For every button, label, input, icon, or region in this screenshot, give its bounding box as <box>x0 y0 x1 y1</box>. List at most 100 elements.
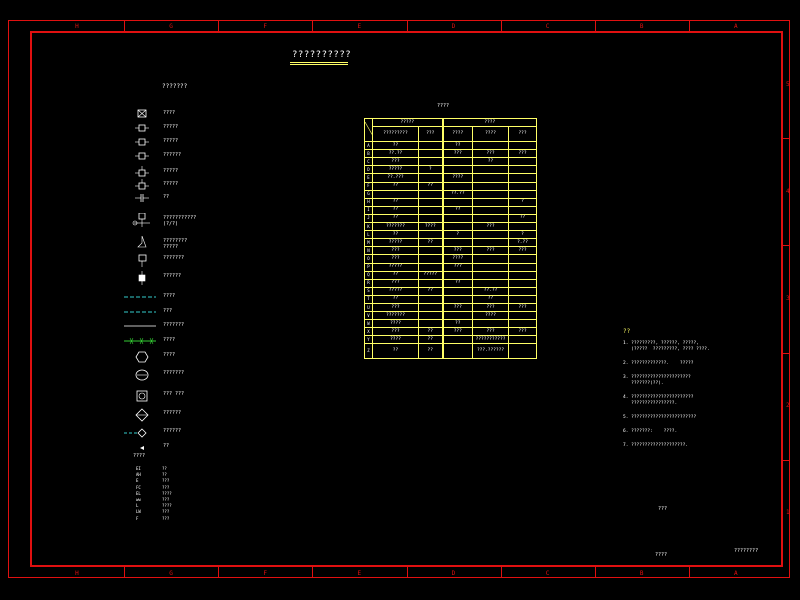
zone-tick <box>124 567 126 578</box>
table-cell: ?? <box>472 294 510 304</box>
table-cell: ??? <box>472 149 510 159</box>
table-column-header: ???? <box>442 126 474 143</box>
table-cell: ?? <box>372 213 419 224</box>
table-cell: ??? <box>372 157 419 167</box>
table-cell <box>442 181 474 191</box>
legend-label: ??????? <box>163 255 185 261</box>
abbreviation-code: EL <box>136 490 141 496</box>
table-cell: ????? <box>417 270 444 280</box>
motor-operated-valve-icon <box>122 212 162 227</box>
legend-label: ????? <box>163 124 179 130</box>
zone-tick <box>406 567 408 578</box>
table-cell <box>417 157 444 167</box>
zone-label-top: H <box>75 23 79 30</box>
table-cell: ????? <box>372 238 419 248</box>
table-cell: ???.?????? <box>472 343 510 360</box>
table-cell <box>442 197 474 207</box>
legend-label: ?? <box>163 194 170 200</box>
zone-tick <box>783 459 790 461</box>
table-cell <box>508 343 538 360</box>
table-cell: ?? <box>372 294 419 304</box>
drawing-title: ?????????? <box>292 50 352 60</box>
stamp-2: ???? <box>655 552 668 558</box>
box-line-icon <box>122 135 162 149</box>
table-cell: ??? <box>372 246 419 256</box>
white-line-icon <box>122 319 162 333</box>
table-cell <box>472 262 510 272</box>
table-cell <box>472 238 510 248</box>
table-cell <box>508 181 538 191</box>
legend-label: ?? <box>163 443 170 449</box>
abbreviation-label: ??? <box>162 484 170 490</box>
abbreviation-code: E <box>136 478 139 484</box>
table-cell <box>508 319 538 329</box>
table-cell: ?? <box>417 335 444 345</box>
zone-tick <box>688 20 690 31</box>
table-cell <box>472 278 510 288</box>
table-cell <box>442 335 474 345</box>
table-cell <box>508 278 538 288</box>
zone-label-right: 4 <box>786 187 790 195</box>
legend-label-line2: (?/?) <box>163 221 179 227</box>
table-cell <box>417 173 444 183</box>
table-row: C????? <box>364 157 538 167</box>
notes-list: 1. ?????????, ??????, ?????, (????? ????… <box>623 341 773 449</box>
table-cell: ??? <box>442 246 474 256</box>
zone-label-top: B <box>639 23 644 30</box>
zone-tick <box>783 245 790 247</box>
valve-icon <box>122 165 162 179</box>
table-cell <box>508 294 538 304</box>
zone-label-top: A <box>733 23 738 30</box>
table-cell <box>417 205 444 215</box>
abbreviation-code: ww <box>136 497 141 502</box>
table-cell: ?? <box>372 141 419 151</box>
table-cell <box>417 294 444 304</box>
table-cell: ??.?? <box>472 286 510 296</box>
table-cell <box>372 189 419 199</box>
abbreviation-label: ??? <box>162 478 170 484</box>
table-cell: ??????????? <box>472 335 510 345</box>
table-row: M????????.?? <box>364 238 538 248</box>
table-row-key: E <box>364 173 373 183</box>
table-cell <box>508 189 538 199</box>
table-group-header: ????? <box>371 117 444 128</box>
table-cell <box>442 343 474 360</box>
legend-label: ??????????? <box>163 215 197 221</box>
valve-icon <box>122 178 162 192</box>
table-cell: ? <box>508 230 538 240</box>
table-row: T???? <box>364 294 538 304</box>
legend-label: ???? <box>163 352 176 358</box>
table-cell: ???? <box>372 335 419 345</box>
table-cell: ??? <box>442 302 474 313</box>
arrow-icon <box>122 440 162 454</box>
table-header-row: ????????? <box>364 117 538 143</box>
table-cell: ??? <box>372 302 419 313</box>
table-row-key: G <box>364 189 373 199</box>
zone-label-bottom: F <box>263 570 267 577</box>
table-row-key: X <box>364 327 373 337</box>
drawing-border-inner <box>30 31 783 567</box>
table-cell <box>472 173 510 183</box>
table-cell <box>442 222 474 232</box>
abbreviation-label: ??? <box>162 515 170 521</box>
table-cell: ?.?? <box>508 238 538 248</box>
table-cell: ??? <box>372 254 419 264</box>
drawing-border-outer <box>8 20 790 578</box>
table-cell <box>417 254 444 264</box>
table-cell <box>442 270 474 280</box>
table-cell: ??? <box>508 246 538 256</box>
legend-label: ????? <box>163 168 179 174</box>
table-cell: ?? <box>417 286 444 296</box>
table-row: R????? <box>364 278 538 288</box>
title-underline-2 <box>290 64 348 65</box>
abbreviation-code: LW <box>136 509 141 515</box>
box-line-icon <box>122 121 162 135</box>
zone-label-bottom: G <box>169 570 173 577</box>
table-cell <box>442 157 474 167</box>
table-row-key: Y <box>364 335 373 345</box>
table-row: P???????? <box>364 262 538 272</box>
abbreviation-label: ?? <box>162 466 167 471</box>
table-cell <box>508 173 538 183</box>
comparison-table: ????????????????????????????????A????B??… <box>364 117 538 360</box>
legend-label: ??????? <box>163 370 185 376</box>
